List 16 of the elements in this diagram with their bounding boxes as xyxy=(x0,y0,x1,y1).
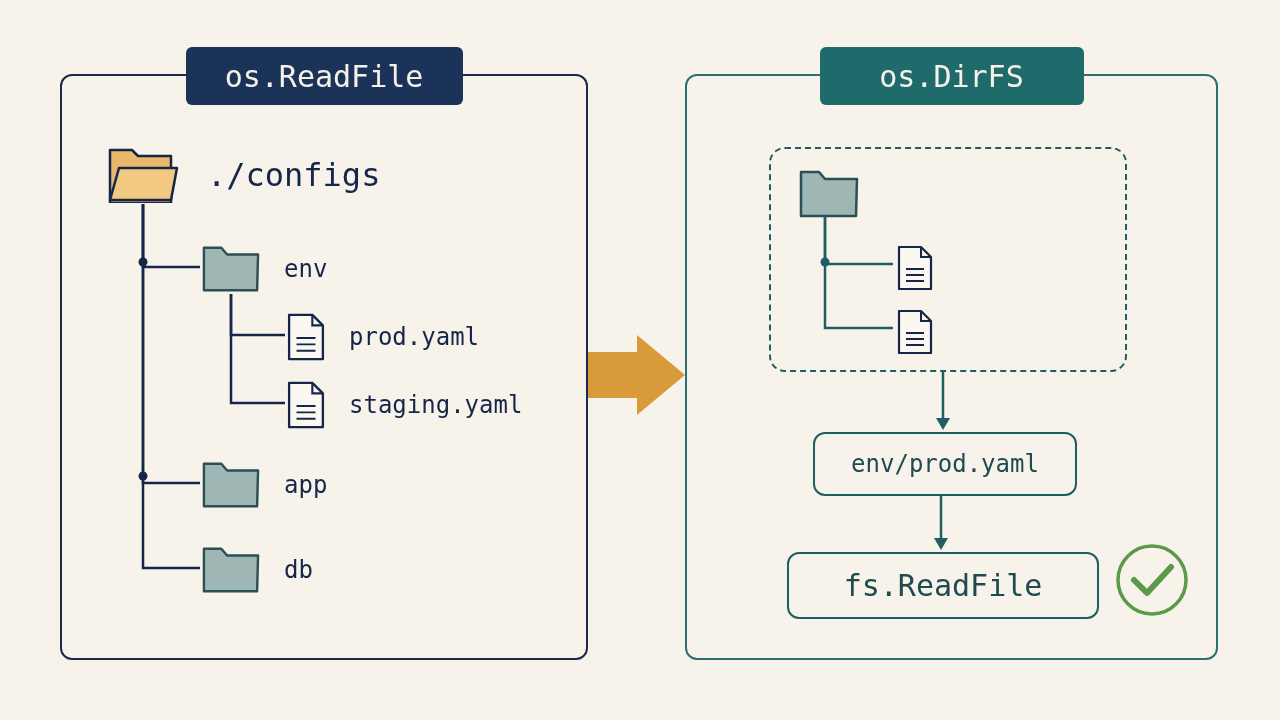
panel-title: os.ReadFile xyxy=(185,47,463,105)
process-box: fs.ReadFile xyxy=(787,552,1099,619)
connector xyxy=(934,494,948,550)
connector xyxy=(588,335,685,415)
process-box: env/prod.yaml xyxy=(813,432,1077,496)
connector xyxy=(229,294,285,405)
panel-title: os.DirFS xyxy=(819,47,1084,105)
connector xyxy=(936,370,950,430)
folder-name: env xyxy=(284,254,328,285)
file-name: prod.yaml xyxy=(349,322,480,353)
file-name: staging.yaml xyxy=(349,390,523,421)
dashed-box xyxy=(769,147,1127,372)
connector xyxy=(141,204,200,570)
folder-name: app xyxy=(284,470,328,501)
folder-name: ./configs xyxy=(207,155,381,196)
folder-name: db xyxy=(284,555,313,586)
